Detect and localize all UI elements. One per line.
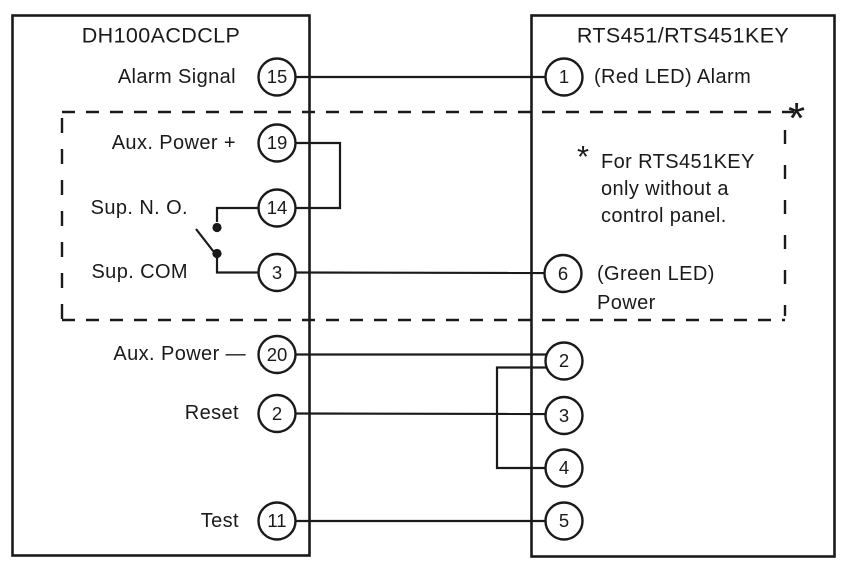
label-reset: Reset [184,402,239,424]
label-red-led-alarm: (Red LED) Alarm [594,66,752,88]
terminal-circle-right-3 [544,395,584,436]
wires [295,75,547,523]
left-device-box [11,14,311,557]
left-terminal-circles [257,57,297,541]
switch-lead-top [215,206,259,222]
jumper-19-to-14 [295,141,342,210]
terminal-number-3: 3 [271,261,283,283]
dashed-region [60,110,794,322]
note-line-3: control panel. [601,205,727,227]
label-aux-power-minus: Aux. Power — [113,343,246,365]
terminal-circle-left-14 [257,188,297,228]
switch-contact-dot-top [212,222,222,233]
terminal-circle-right-2 [544,341,584,381]
dashed-region-asterisk: * [788,94,806,143]
switch-contact-dot-bottom [212,248,222,259]
terminal-number-2: 2 [271,402,283,424]
terminal-number-right-3: 3 [558,404,570,426]
terminal-circle-right-5 [544,501,584,541]
terminal-number-right-6: 6 [557,262,569,284]
terminal-circle-left-15 [257,57,297,97]
terminal-number-right-1: 1 [558,65,570,87]
terminal-circle-left-19 [257,123,297,163]
terminal-circle-left-3 [257,252,297,293]
terminal-number-19: 19 [266,131,288,153]
switch-blade [195,228,215,253]
terminal-number-right-2: 2 [558,349,570,371]
switch-lead-bottom [215,258,259,274]
terminal-number-right-5: 5 [558,509,570,531]
label-sup-com: Sup. COM [91,261,188,283]
terminal-number-20: 20 [266,343,288,365]
terminal-circle-right-4 [544,448,584,488]
label-alarm-signal: Alarm Signal [117,66,236,88]
note-line-2: only without a [601,178,729,200]
wire-3-to-6 [295,271,546,275]
label-sup-no: Sup. N. O. [90,197,188,219]
terminal-circle-left-11 [257,501,297,541]
label-green-led: (Green LED) [597,263,715,285]
right-device-title: RTS451/RTS451KEY [576,23,790,48]
label-test: Test [200,510,239,532]
terminal-circle-right-1 [544,57,584,97]
label-green-led-power: Power [597,292,656,314]
label-aux-power-plus: Aux. Power + [111,132,236,154]
right-device-box [530,14,836,558]
terminal-number-11: 11 [267,509,287,531]
terminal-circle-left-20 [257,334,297,375]
jumper-2-to-4 [495,366,547,470]
wire-reset-to-3 [295,412,547,416]
left-device-title: DH100ACDCLP [81,23,241,48]
terminal-number-right-4: 4 [558,456,570,478]
terminal-circle-right-6 [543,253,583,294]
right-terminal-circles [543,57,584,541]
note-asterisk: * [577,139,590,174]
terminal-number-14: 14 [266,196,288,218]
terminal-circle-left-2 [257,393,297,434]
supervisory-switch-symbol [195,206,259,274]
terminal-number-15: 15 [266,65,288,87]
note-line-1: For RTS451KEY [601,151,755,173]
